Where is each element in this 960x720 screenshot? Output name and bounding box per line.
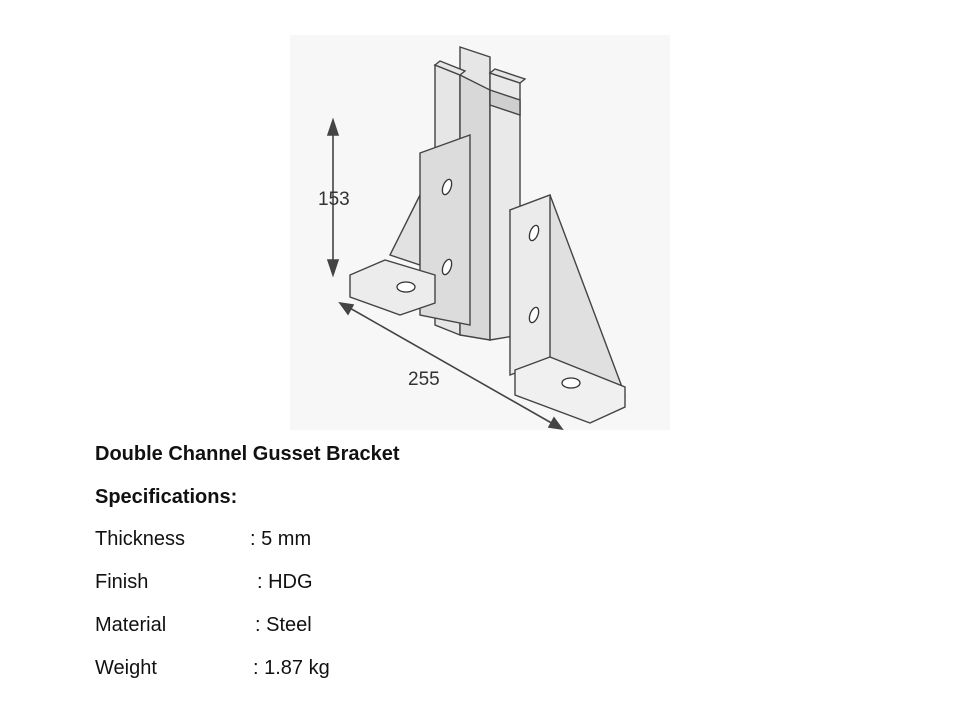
product-title: Double Channel Gusset Bracket bbox=[95, 443, 400, 465]
spec-value: : 5 mm bbox=[250, 528, 312, 550]
width-dimension-label: 255 bbox=[408, 369, 440, 390]
spec-value: : HDG bbox=[257, 571, 313, 593]
left-gusset bbox=[349, 134, 471, 326]
height-dimension-label: 153 bbox=[318, 189, 350, 210]
spec-row-material: Material : Steel bbox=[95, 614, 595, 640]
spec-label: Weight bbox=[95, 657, 157, 679]
spec-row-thickness: Thickness : 5 mm bbox=[95, 528, 595, 554]
dimension-lines bbox=[326, 117, 564, 430]
spec-label: Finish bbox=[95, 571, 149, 593]
specs-heading: Specifications: bbox=[95, 486, 238, 508]
spec-row-weight: Weight : 1.87 kg bbox=[95, 657, 595, 683]
mounting-holes bbox=[396, 178, 581, 389]
spec-row-finish: Finish : HDG bbox=[95, 571, 595, 597]
bracket-illustration: 153 255 bbox=[290, 35, 670, 430]
spec-value: : 1.87 kg bbox=[253, 657, 330, 679]
spec-label: Thickness bbox=[95, 528, 186, 550]
spec-label: Material bbox=[95, 614, 167, 636]
right-gusset bbox=[509, 193, 626, 424]
bracket-drawing: 153 255 bbox=[290, 35, 670, 430]
spec-value: : Steel bbox=[255, 614, 312, 636]
